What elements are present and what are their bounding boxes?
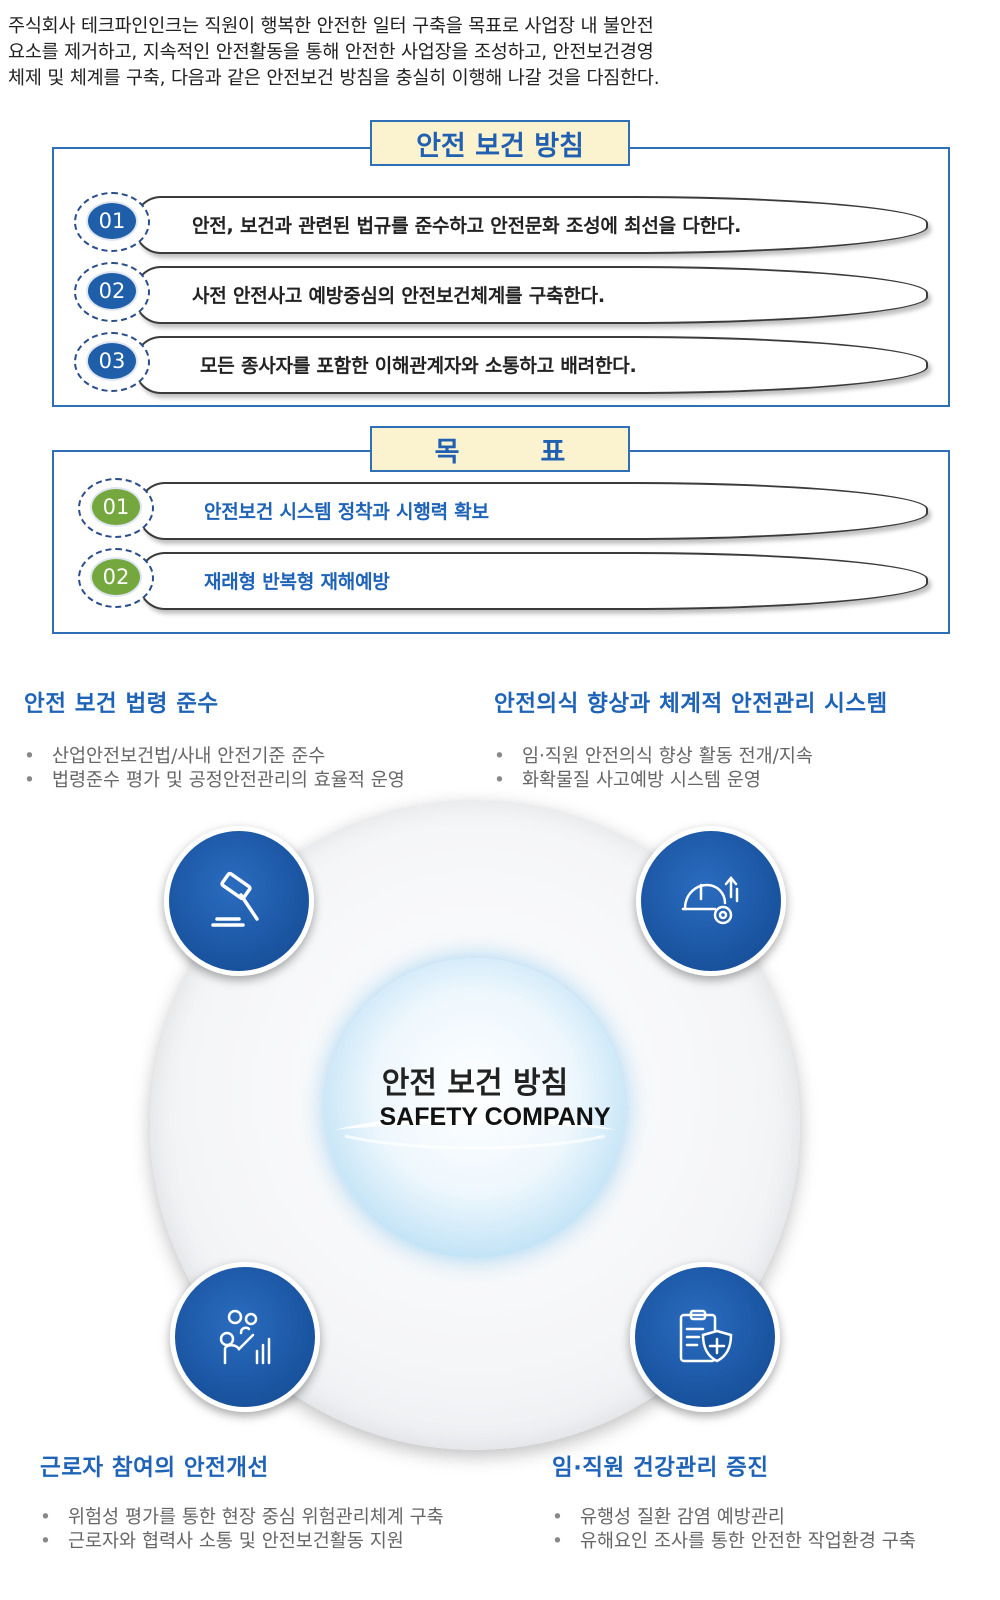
bullet-item: 법령준수 평가 및 공정안전관리의 효율적 운영	[24, 769, 405, 793]
number-badge-ring: 02	[78, 548, 154, 608]
policy-title: 안전 보건 방침	[370, 120, 630, 166]
helmet-gear-icon	[681, 876, 739, 925]
swoosh-decoration	[335, 1115, 615, 1150]
node-law	[164, 826, 314, 976]
number-badge-ring: 02	[74, 262, 150, 322]
intro-line: 요소를 제거하고, 지속적인 안전활동을 통해 안전한 사업장을 조성하고, 안…	[8, 42, 654, 63]
number-badge: 02	[90, 557, 142, 597]
node-participation	[170, 1262, 320, 1412]
policy-text: 모든 종사자를 포함한 이해관계자와 소통하고 배려한다.	[200, 354, 637, 377]
goals-title: 목 표	[370, 426, 630, 472]
section-title-awareness: 안전의식 향상과 체계적 안전관리 시스템	[494, 691, 888, 717]
section-bullets-health: 유행성 질환 감염 예방관리 유해요인 조사를 통한 안전한 작업환경 구축	[552, 1506, 916, 1554]
goal-pill	[138, 552, 928, 610]
goal-item: 02 재래형 반복형 재해예방	[76, 548, 946, 610]
section-bullets-awareness: 임·직원 안전의식 향상 활동 전개/지속 화확물질 사고예방 시스템 운영	[494, 745, 813, 793]
number-badge-ring: 03	[74, 332, 150, 392]
health-clipboard-shield-icon	[679, 1309, 733, 1363]
center-orb	[325, 958, 625, 1258]
policy-item: 02 사전 안전사고 예방중심의 안전보건체계를 구축한다.	[72, 262, 942, 324]
policy-pill	[134, 336, 928, 394]
goal-text: 안전보건 시스템 정착과 시행력 확보	[204, 500, 489, 523]
number-badge: 02	[86, 271, 138, 311]
center-subtitle: SAFETY COMPANY	[379, 1103, 611, 1131]
policy-item: 01 안전, 보건과 관련된 법규를 준수하고 안전문화 조성에 최선을 다한다…	[72, 192, 942, 254]
intro-line: 체제 및 체계를 구축, 다음과 같은 안전보건 방침을 충실히 이행해 나갈 …	[8, 68, 660, 89]
section-title-law: 안전 보건 법령 준수	[24, 691, 219, 717]
section-bullets-law: 산업안전보건법/사내 안전기준 준수 법령준수 평가 및 공정안전관리의 효율적…	[24, 745, 405, 793]
bullet-item: 유행성 질환 감염 예방관리	[552, 1506, 916, 1530]
center-title: 안전 보건 방침	[381, 1066, 569, 1101]
bullet-item: 위험성 평가를 통한 현장 중심 위험관리체계 구축	[40, 1506, 444, 1530]
node-awareness	[636, 826, 786, 976]
policy-pill	[134, 266, 928, 324]
bullet-item: 유해요인 조사를 통한 안전한 작업환경 구축	[552, 1530, 916, 1554]
goal-text: 재래형 반복형 재해예방	[204, 570, 390, 593]
policy-text: 사전 안전사고 예방중심의 안전보건체계를 구축한다.	[192, 284, 605, 307]
bullet-item: 화확물질 사고예방 시스템 운영	[494, 769, 813, 793]
goal-item: 01 안전보건 시스템 정착과 시행력 확보	[76, 478, 946, 540]
number-badge: 01	[86, 201, 138, 241]
number-badge: 01	[90, 487, 142, 527]
bullet-item: 임·직원 안전의식 향상 활동 전개/지속	[494, 745, 813, 769]
node-health	[630, 1262, 780, 1412]
goal-pill	[138, 482, 928, 540]
policy-item: 03 모든 종사자를 포함한 이해관계자와 소통하고 배려한다.	[72, 332, 942, 394]
number-badge-ring: 01	[74, 192, 150, 252]
intro-text: 주식회사 테크파인인크는 직원이 행복한 안전한 일터 구축을 목표로 사업장 …	[8, 14, 888, 92]
policy-pill	[134, 196, 928, 254]
intro-line: 주식회사 테크파인인크는 직원이 행복한 안전한 일터 구축을 목표로 사업장 …	[8, 16, 654, 37]
bullet-item: 근로자와 협력사 소통 및 안전보건활동 지원	[40, 1530, 444, 1554]
people-presentation-icon	[219, 1309, 271, 1365]
section-title-health: 임·직원 건강관리 증진	[552, 1455, 769, 1481]
number-badge-ring: 01	[78, 478, 154, 538]
bullet-item: 산업안전보건법/사내 안전기준 준수	[24, 745, 405, 769]
section-bullets-participation: 위험성 평가를 통한 현장 중심 위험관리체계 구축 근로자와 협력사 소통 및…	[40, 1506, 444, 1554]
policy-text: 안전, 보건과 관련된 법규를 준수하고 안전문화 조성에 최선을 다한다.	[192, 214, 742, 237]
number-badge: 03	[86, 341, 138, 381]
section-title-participation: 근로자 참여의 안전개선	[40, 1455, 269, 1481]
gavel-icon	[211, 871, 259, 927]
